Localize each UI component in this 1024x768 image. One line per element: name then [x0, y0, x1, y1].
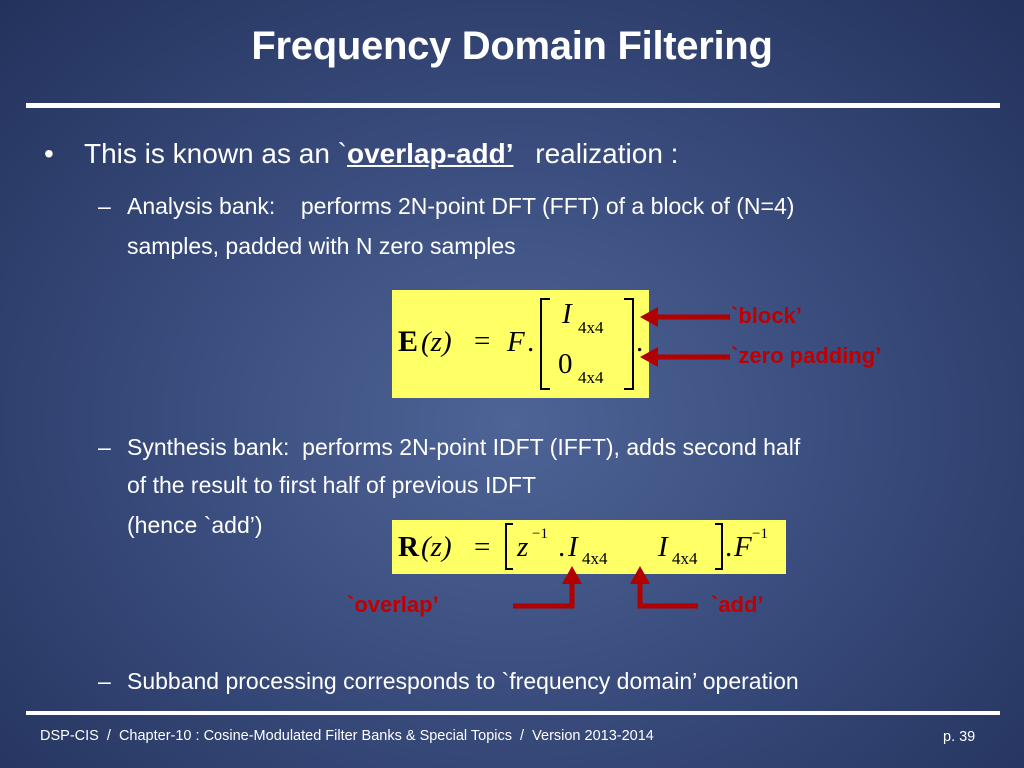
eq2-I1-sub: 4x4 — [582, 549, 608, 568]
dash-synthesis: – — [98, 434, 111, 460]
bullet-prefix: This is known as an ` — [84, 138, 347, 169]
eq2-I2: I — [658, 531, 668, 563]
eq1-lhs-arg: (z) — [421, 326, 452, 358]
bullet-overlap-add: This is known as an `overlap-add’ realiz… — [84, 138, 678, 170]
add-arrowhead-icon — [630, 566, 650, 584]
dash-subband: – — [98, 668, 111, 694]
overlap-arrow-line — [513, 582, 575, 609]
bullet-suffix: realization : — [527, 138, 679, 169]
footer-divider — [26, 711, 1000, 715]
eq2-I1: I — [568, 531, 578, 563]
eq1-brackets — [540, 298, 634, 390]
label-overlap: `overlap’ — [347, 592, 439, 617]
dash-analysis: – — [98, 193, 111, 219]
synthesis-line-2: of the result to first half of previous … — [127, 472, 537, 498]
eq1-equals: = — [474, 325, 491, 357]
block-arrowhead-icon — [640, 307, 658, 327]
title-divider — [26, 103, 1000, 108]
synthesis-line-3: (hence `add’) — [127, 512, 263, 538]
subband-line: Subband processing corresponds to `frequ… — [127, 668, 799, 694]
eq2-end-dot: . — [725, 531, 733, 563]
eq2-z-exp: −1 — [532, 526, 548, 542]
eq2-brackets — [505, 523, 723, 570]
eq2-z: z — [517, 531, 529, 563]
analysis-line-1: Analysis bank: performs 2N-point DFT (FF… — [127, 193, 795, 219]
eq2-F-exp: −1 — [752, 526, 768, 542]
eq2-arrows — [513, 566, 698, 609]
eq1-arrows — [640, 307, 730, 367]
footer-text: DSP-CIS / Chapter-10 : Cosine-Modulated … — [40, 728, 654, 744]
eq2-equals: = — [474, 531, 491, 563]
overlap-add-term: overlap-add’ — [347, 138, 514, 169]
overlap-arrowhead-icon — [562, 566, 582, 584]
eq2-lhs-arg: (z) — [421, 531, 452, 563]
equation-r-box: R (z) = z −1 . I 4x4 I 4x4 . F −1 — [392, 520, 786, 574]
eq1-lhs-E: E — [398, 325, 419, 358]
label-zero-padding: `zero padding’ — [731, 343, 882, 368]
eq1-bottom-sub: 4x4 — [578, 368, 604, 387]
eq1-bottom-zero: 0 — [558, 348, 573, 380]
analysis-line-2: samples, padded with N zero samples — [127, 233, 516, 259]
eq2-I2-sub: 4x4 — [672, 549, 698, 568]
eq1-top-I: I — [562, 298, 572, 330]
label-add: `add’ — [711, 592, 764, 617]
eq1-F: F — [507, 326, 525, 358]
eq1-top-sub: 4x4 — [578, 318, 604, 337]
eq1-dot: . — [527, 326, 535, 358]
eq1-end-dot: . — [636, 326, 644, 358]
add-arrow-line — [637, 582, 698, 609]
slide-title: Frequency Domain Filtering — [251, 24, 773, 68]
label-block: `block’ — [731, 303, 802, 328]
bullet-marker: • — [44, 138, 54, 169]
synthesis-line-1: Synthesis bank: performs 2N-point IDFT (… — [127, 434, 801, 460]
eq2-dot: . — [558, 531, 566, 563]
eq2-F: F — [734, 531, 752, 563]
eq2-lhs-R: R — [398, 531, 419, 563]
page-number: p. 39 — [943, 729, 976, 745]
zero-arrowhead-icon — [640, 347, 658, 367]
equation-e-box: E (z) = F . I 4x4 0 4x4 . — [392, 290, 649, 398]
